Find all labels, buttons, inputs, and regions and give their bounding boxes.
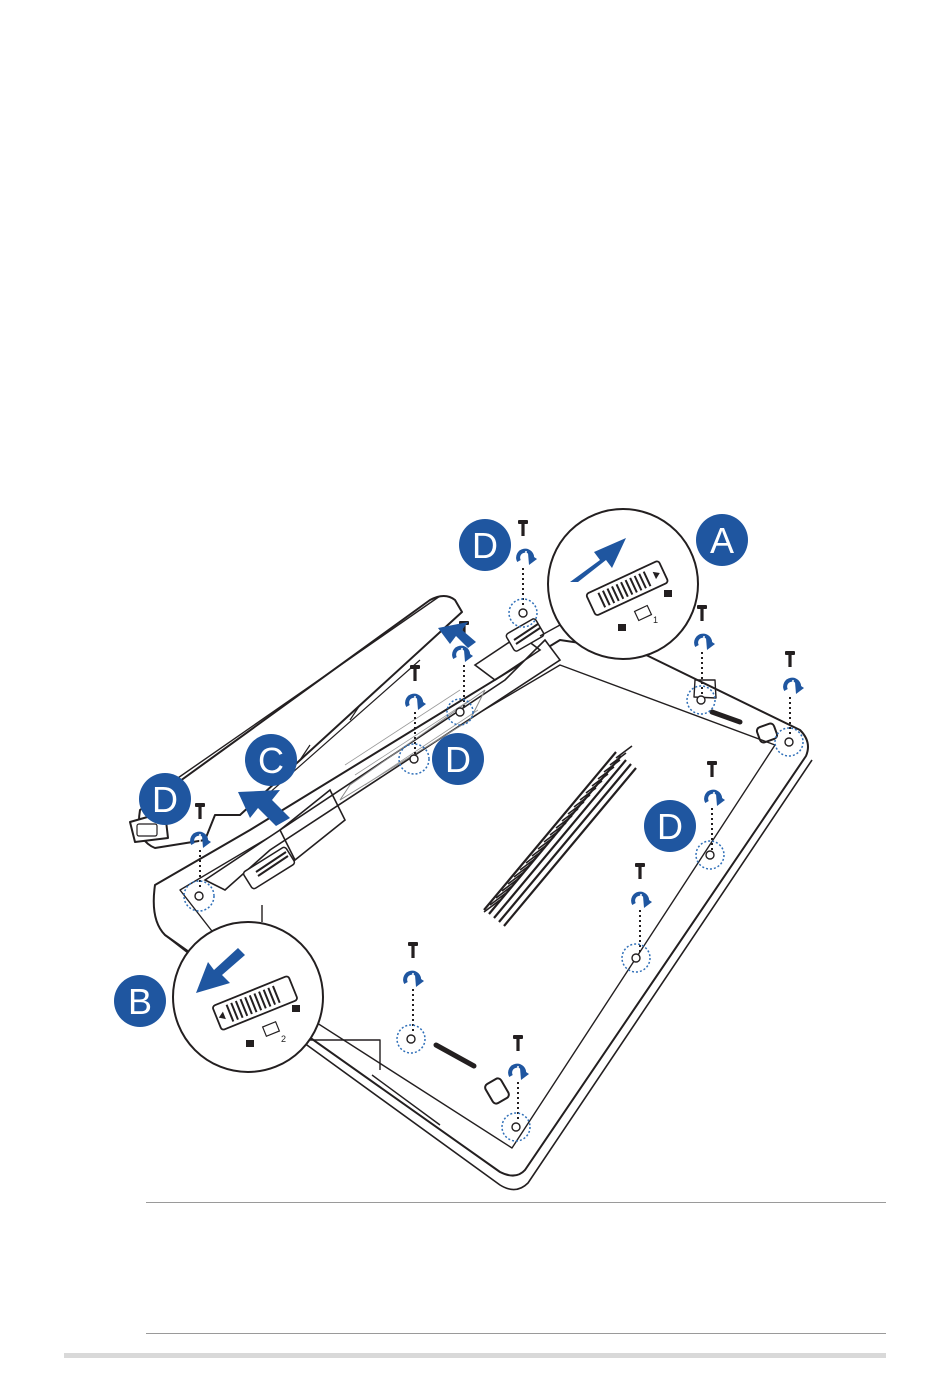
svg-text:A: A xyxy=(710,520,734,561)
svg-text:D: D xyxy=(152,779,178,820)
svg-text:C: C xyxy=(258,740,284,781)
label-b: B xyxy=(114,975,166,1027)
lock-open-icon xyxy=(664,590,672,597)
lock-open-icon xyxy=(246,1040,254,1047)
note-rule-bottom xyxy=(146,1333,886,1334)
laptop-base xyxy=(154,640,812,1190)
lock-closed-icon xyxy=(618,624,626,631)
footer-bar xyxy=(64,1353,886,1358)
label-d-right: D xyxy=(644,800,696,852)
label-a: A xyxy=(696,514,748,566)
inset-b-number: 2 xyxy=(281,1034,286,1044)
svg-text:D: D xyxy=(472,525,498,566)
label-d-left: D xyxy=(139,773,191,825)
svg-text:D: D xyxy=(657,806,683,847)
lock-closed-icon xyxy=(292,1005,300,1012)
svg-text:D: D xyxy=(445,739,471,780)
label-d-top: D xyxy=(459,519,511,571)
label-c: C xyxy=(245,734,297,786)
inset-a-number: 1 xyxy=(653,615,658,625)
note-rule-top xyxy=(146,1202,886,1203)
svg-text:B: B xyxy=(128,981,152,1022)
label-d-center: D xyxy=(432,733,484,785)
inset-a: 1 xyxy=(540,509,698,659)
